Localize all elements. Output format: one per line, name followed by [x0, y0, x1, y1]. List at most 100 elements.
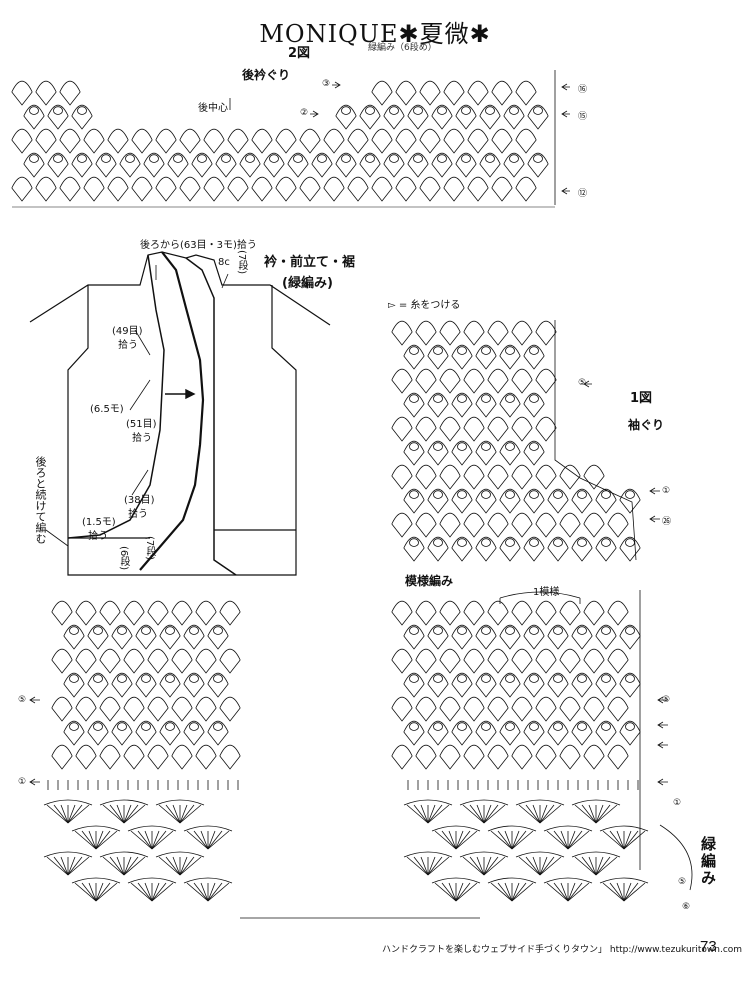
stitch-chain — [195, 611, 217, 626]
stitch-arc — [451, 720, 473, 733]
fan-stitch — [123, 804, 146, 824]
stitch-chain — [359, 163, 381, 178]
stitch-arc — [547, 488, 569, 501]
stitch-oval — [213, 722, 223, 731]
stitch-arc — [215, 152, 237, 165]
stitch-arc — [467, 176, 489, 189]
stitch-oval — [577, 722, 587, 731]
vest-schematic — [29, 251, 331, 576]
fan-stitch — [130, 882, 153, 902]
fan-stitch — [441, 830, 457, 850]
stitch-chain — [439, 755, 461, 770]
stitch-arc — [463, 600, 485, 613]
stitch-chain — [523, 403, 545, 418]
stitch-chain — [583, 475, 605, 490]
stitch-chain — [215, 163, 237, 178]
stitch-arc — [171, 696, 193, 709]
stitch-arc — [335, 152, 357, 165]
stitch-oval — [529, 394, 539, 403]
stitch-arc — [275, 176, 297, 189]
fan-stitch — [207, 830, 230, 850]
fan-arc — [183, 825, 233, 832]
stitch-oval — [93, 626, 103, 635]
stitch-arc — [475, 392, 497, 405]
stitch-oval — [53, 154, 63, 163]
row-mark-15: ⑮ — [578, 112, 588, 122]
stitch-chain — [179, 139, 201, 154]
fan-stitch — [67, 804, 90, 824]
pick49-label: (49目) — [112, 326, 143, 337]
stitch-chain — [499, 355, 521, 370]
stitch-arc — [499, 720, 521, 733]
fan-stitch — [151, 830, 174, 850]
stitch-arc — [439, 416, 461, 429]
stitch-arc — [75, 600, 97, 613]
fan-stitch — [511, 882, 534, 902]
fan-stitch — [406, 856, 429, 876]
stitch-arc — [395, 80, 417, 93]
stitch-arc — [427, 488, 449, 501]
fan-arc — [571, 799, 621, 806]
fan-stitch — [151, 882, 167, 902]
stitch-oval — [77, 106, 87, 115]
stitch-oval — [365, 154, 375, 163]
fan-stitch — [179, 856, 202, 876]
stitch-chain — [515, 187, 537, 202]
stitch-arc — [595, 488, 617, 501]
fan-stitch — [595, 856, 604, 876]
fan-stitch — [525, 804, 541, 824]
stitch-chain — [499, 403, 521, 418]
stitch-oval — [481, 674, 491, 683]
stitch-chain — [51, 659, 73, 674]
footer-text: ハンドクラフトを楽しむウェブサイド手づくりタウン」 http://www.tez… — [382, 945, 743, 955]
stitch-chain — [515, 91, 537, 106]
stitch-arc — [451, 440, 473, 453]
stitch-oval — [433, 346, 443, 355]
fan-stitch — [67, 804, 83, 824]
stitch-arc — [559, 648, 581, 661]
stitch-chain — [251, 139, 273, 154]
stitch-arc — [95, 152, 117, 165]
stitch-chain — [383, 115, 405, 130]
stitch-arc — [439, 696, 461, 709]
fan-stitch — [406, 804, 429, 824]
fan-arc — [487, 877, 537, 884]
stitch-chain — [431, 115, 453, 130]
fan-stitch — [462, 804, 485, 824]
fan-stitch — [151, 882, 160, 902]
stitch-chain — [35, 139, 57, 154]
fan-stitch — [200, 882, 209, 902]
stitch-chain — [583, 611, 605, 626]
stitch-chain — [131, 139, 153, 154]
fan-stitch — [623, 830, 632, 850]
stitch-arc — [35, 176, 57, 189]
fan-stitch — [81, 830, 97, 850]
fan-arc — [403, 799, 453, 806]
stitch-chain — [59, 187, 81, 202]
stitch-arc — [183, 672, 205, 685]
stitch-oval — [505, 722, 515, 731]
stitch-arc — [371, 128, 393, 141]
stitch-arc — [123, 648, 145, 661]
stitch-arc — [511, 416, 533, 429]
fan-stitch — [532, 856, 541, 876]
stitch-chain — [511, 611, 533, 626]
stitch-arc — [535, 648, 557, 661]
stitch-oval — [165, 626, 175, 635]
stitch-oval — [529, 626, 539, 635]
stitch-arc — [535, 416, 557, 429]
stitch-arc — [11, 176, 33, 189]
stitch-arc — [595, 536, 617, 549]
stitch-chain — [99, 755, 121, 770]
stitch-chain — [511, 707, 533, 722]
stitch-chain — [147, 755, 169, 770]
stitch-chain — [171, 755, 193, 770]
stitch-arc — [123, 600, 145, 613]
stitch-arc — [479, 152, 501, 165]
stitch-oval — [601, 722, 611, 731]
stitch-oval — [509, 106, 519, 115]
fan-stitch — [455, 830, 478, 850]
stitch-arc — [51, 696, 73, 709]
stitch-oval — [389, 154, 399, 163]
stitch-chain — [571, 547, 593, 562]
